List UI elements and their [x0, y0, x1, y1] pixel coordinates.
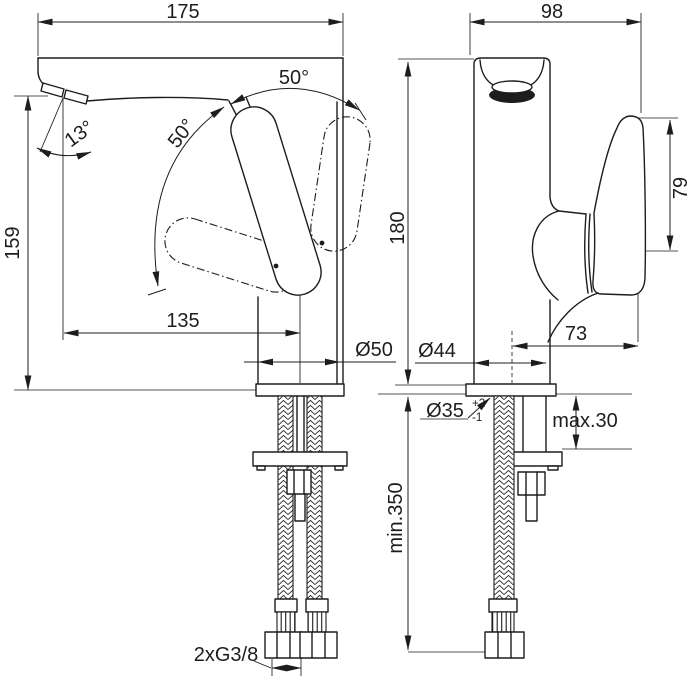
braided-hose [277, 395, 294, 601]
base-flange-side [465, 383, 557, 397]
arc-13deg [36, 147, 92, 160]
hose-nut-g38 [299, 631, 338, 659]
dim-body-diameter: Ø50 [355, 339, 393, 361]
base-flange-front [255, 383, 345, 397]
leader-dia35 [467, 397, 491, 419]
dim-depth-side: 98 [541, 1, 563, 23]
fixing-nut-front [286, 469, 312, 495]
hose-nut-g38 [264, 631, 303, 659]
dim-angle-13: 13° [61, 116, 98, 152]
dim-handle-height: 79 [670, 177, 692, 199]
dim-hose-thread: 2xG3/8 [194, 644, 258, 666]
dim-hole-tol-minus: -1 [472, 412, 482, 424]
dim-base-diameter: Ø44 [418, 340, 456, 362]
front-view-faucet-outline [37, 57, 371, 659]
dim-height-side: 180 [387, 211, 409, 244]
dim-angle-50-left: 50° [164, 115, 200, 152]
cartridge-dome-side [531, 210, 560, 301]
dim-min-clearance: min.350 [385, 482, 407, 553]
side-view-faucet-outline [465, 57, 647, 659]
extension-lines [14, 13, 678, 676]
dim-spout-reach: 135 [166, 310, 199, 332]
arc-50deg-left [152, 106, 225, 287]
hose-nut-g38 [484, 631, 525, 659]
dim-width-front: 175 [166, 1, 199, 23]
handle-dot-alt [319, 240, 325, 246]
dim-max-thickness: max.30 [552, 410, 618, 432]
dim-hole-tol-plus: +2 [472, 398, 485, 410]
dim-angle-50-right: 50° [279, 67, 309, 89]
handle-position-right-dashed [310, 116, 371, 252]
dim-height-front: 159 [2, 226, 24, 259]
fixing-nut-side [517, 471, 546, 496]
dim-hole-diameter: Ø35 [426, 400, 464, 422]
aerator-front [40, 82, 65, 98]
braided-hose [493, 395, 515, 601]
mounting-plate-front [252, 451, 348, 467]
arc-50deg-right [230, 88, 360, 111]
dimension-lines [24, 18, 674, 672]
braided-hose [306, 395, 323, 601]
handle-lever-side [592, 115, 647, 296]
handle-dot [273, 263, 279, 269]
dim-handle-reach: 73 [565, 323, 587, 345]
